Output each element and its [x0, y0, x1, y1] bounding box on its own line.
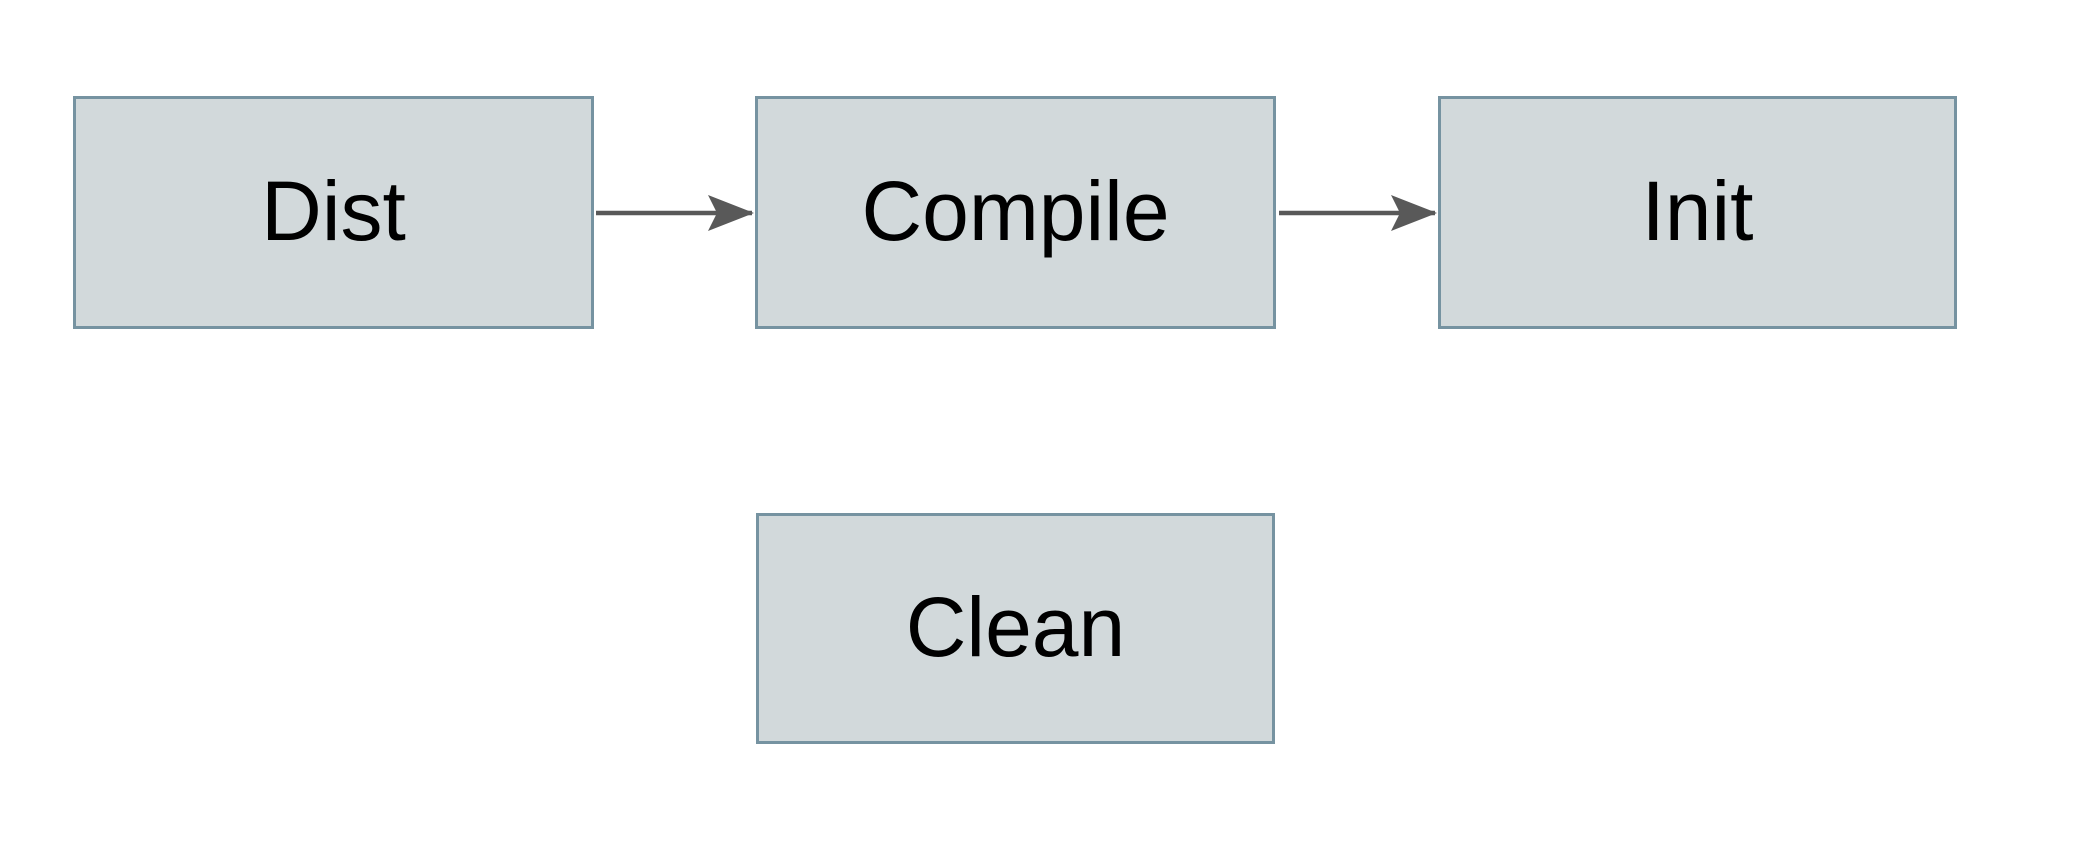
- node-compile-label: Compile: [861, 163, 1170, 258]
- node-compile[interactable]: Compile: [755, 96, 1276, 329]
- node-dist[interactable]: Dist: [73, 96, 594, 329]
- node-init[interactable]: Init: [1438, 96, 1957, 329]
- node-clean-label: Clean: [905, 579, 1126, 674]
- node-clean[interactable]: Clean: [756, 513, 1275, 744]
- node-init-label: Init: [1641, 163, 1754, 258]
- node-dist-label: Dist: [261, 163, 406, 258]
